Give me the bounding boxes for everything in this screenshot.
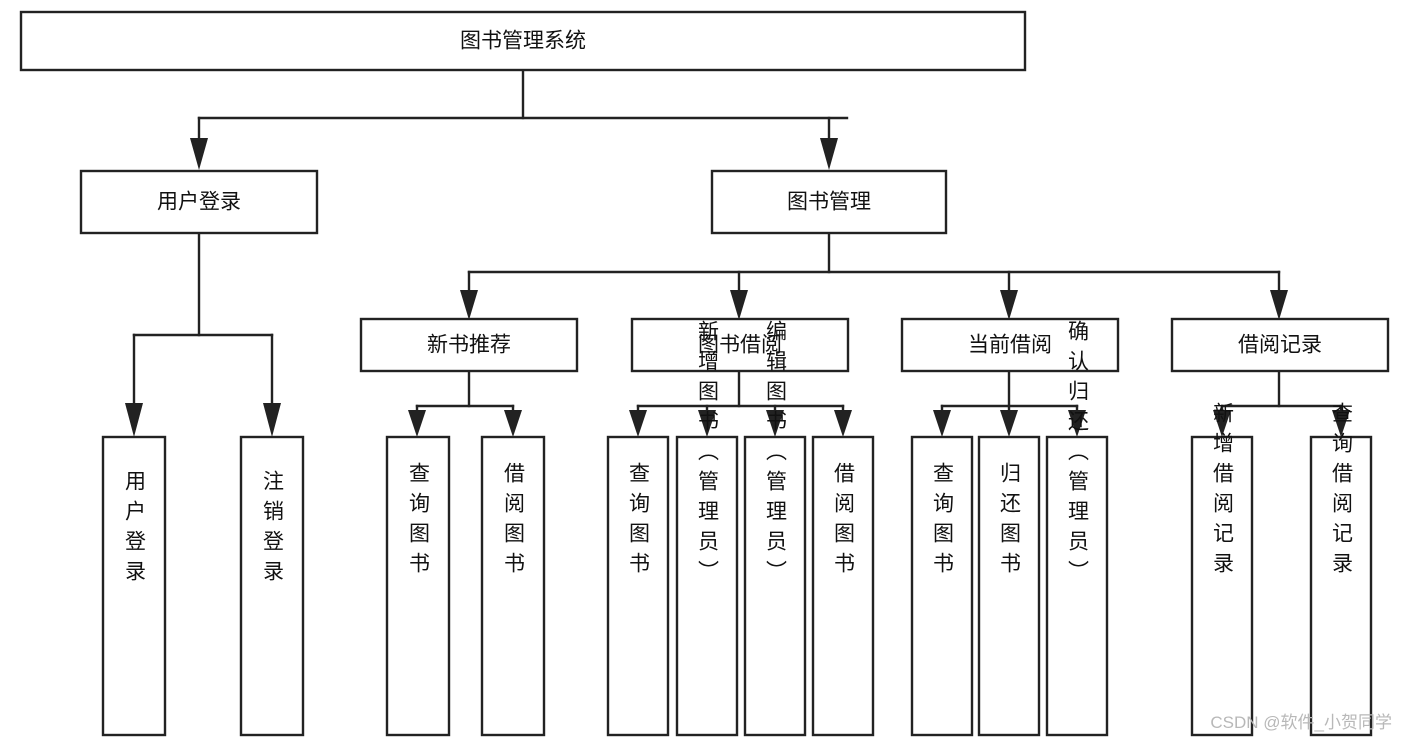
- leaf-currentborrow-query-book-label: 查询图书: [931, 462, 955, 582]
- arrow-head-icon: [460, 290, 478, 320]
- arrow-head-icon: [834, 410, 852, 437]
- leaf-bookborrow-query-book[interactable]: 查询图书: [606, 435, 670, 737]
- leaf-bookborrow-add-book-admin-label: 新增图书（管理员）: [696, 320, 720, 590]
- node-book-management[interactable]: 图书管理: [710, 169, 948, 235]
- connector-root-to-level2: [190, 68, 849, 170]
- leaf-borrowrecord-query-record[interactable]: 查询借阅记录: [1309, 402, 1373, 737]
- leaf-bookborrow-query-book-label: 查询图书: [627, 462, 651, 582]
- leaf-newbook-borrow-book-label: 借阅图书: [502, 462, 526, 582]
- node-borrow-record-label: 借阅记录: [1238, 334, 1322, 357]
- leaf-user-login-login[interactable]: 用户登录: [101, 435, 167, 737]
- watermark: CSDN @软件_小贺同学: [1210, 713, 1392, 732]
- node-borrow-record[interactable]: 借阅记录: [1170, 317, 1390, 373]
- connector-borrowrecord-to-leaves: [1213, 369, 1350, 437]
- leaf-bookborrow-borrow-book-label: 借阅图书: [832, 462, 856, 582]
- leaf-currentborrow-confirm-return-admin[interactable]: 确认归还（管理员）: [1045, 320, 1109, 737]
- leaf-currentborrow-confirm-return-admin-label: 确认归还（管理员）: [1066, 320, 1090, 590]
- leaf-borrowrecord-add-record[interactable]: 新增借阅记录: [1190, 402, 1254, 737]
- arrow-head-icon: [629, 410, 647, 437]
- node-book-borrow-label: 图书借阅: [698, 334, 782, 357]
- arrow-head-icon: [1068, 410, 1086, 437]
- connector-userlogin-to-leaves: [125, 231, 281, 437]
- arrow-head-icon: [730, 290, 748, 320]
- node-current-borrow-label: 当前借阅: [968, 334, 1052, 357]
- arrow-head-icon: [1270, 290, 1288, 320]
- node-root-book-management-system[interactable]: 图书管理系统: [19, 10, 1027, 72]
- arrow-head-icon: [1000, 290, 1018, 320]
- connector-bookborrow-to-leaves: [629, 369, 852, 437]
- leaf-bookborrow-borrow-book[interactable]: 借阅图书: [811, 435, 875, 737]
- node-user-login-label: 用户登录: [157, 191, 241, 214]
- arrow-head-icon: [408, 410, 426, 437]
- leaf-bookborrow-add-book-admin[interactable]: 新增图书（管理员）: [675, 320, 739, 737]
- leaf-newbook-query-book[interactable]: 查询图书: [385, 435, 451, 737]
- leaf-bookborrow-edit-book-admin[interactable]: 编辑图书（管理员）: [743, 320, 807, 737]
- leaf-newbook-borrow-book[interactable]: 借阅图书: [480, 435, 546, 737]
- arrow-head-icon: [190, 138, 208, 170]
- arrow-head-icon: [698, 410, 716, 437]
- leaf-borrowrecord-query-record-label: 查询借阅记录: [1330, 402, 1354, 582]
- leaf-bookborrow-edit-book-admin-label: 编辑图书（管理员）: [764, 320, 788, 590]
- connector-bookmgmt-to-level3: [460, 230, 1288, 320]
- arrow-head-icon: [263, 403, 281, 437]
- node-new-book-recommend[interactable]: 新书推荐: [359, 317, 579, 373]
- node-book-management-label: 图书管理: [787, 191, 871, 214]
- node-current-borrow[interactable]: 当前借阅: [900, 317, 1120, 373]
- leaf-user-login-login-label: 用户登录: [123, 470, 147, 590]
- leaf-currentborrow-query-book[interactable]: 查询图书: [910, 435, 974, 737]
- arrow-head-icon: [933, 410, 951, 437]
- arrow-head-icon: [1000, 410, 1018, 437]
- arrow-head-icon: [504, 410, 522, 437]
- node-book-borrow[interactable]: 图书借阅: [630, 317, 850, 373]
- arrow-head-icon: [820, 138, 838, 170]
- leaf-newbook-query-book-label: 查询图书: [407, 462, 431, 582]
- leaf-user-login-logout-label: 注销登录: [261, 470, 285, 590]
- arrow-head-icon: [766, 410, 784, 437]
- node-new-book-recommend-label: 新书推荐: [427, 334, 511, 357]
- arrow-head-icon: [1332, 410, 1350, 437]
- connector-currentborrow-to-leaves: [933, 369, 1086, 437]
- node-user-login[interactable]: 用户登录: [79, 169, 319, 235]
- arrow-head-icon: [1213, 410, 1231, 437]
- leaf-user-login-logout[interactable]: 注销登录: [239, 435, 305, 737]
- leaf-currentborrow-return-book-label: 归还图书: [998, 462, 1022, 582]
- connector-newbook-to-leaves: [408, 369, 522, 437]
- leaf-currentborrow-return-book[interactable]: 归还图书: [977, 435, 1041, 737]
- arrow-head-icon: [125, 403, 143, 437]
- node-root-label: 图书管理系统: [460, 30, 586, 53]
- leaf-borrowrecord-add-record-label: 新增借阅记录: [1211, 402, 1235, 582]
